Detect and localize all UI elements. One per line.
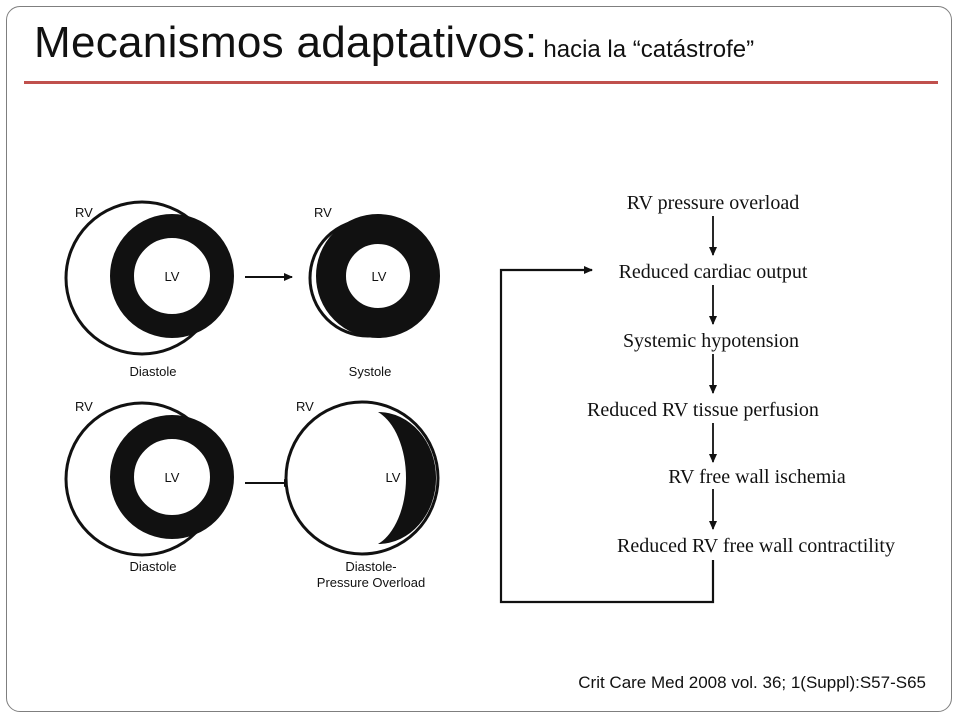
caption-systole: Systole	[349, 364, 392, 379]
heart-diastole-bottom: RV LV Diastole	[64, 399, 234, 574]
heart-pressure-overload: RV LV Diastole- Pressure Overload	[284, 399, 440, 590]
flow-step-3: Systemic hypotension	[623, 330, 799, 352]
caption-diastole-bottom: Diastole	[130, 559, 177, 574]
lv-label: LV	[386, 470, 401, 485]
caption-diastole-top: Diastole	[130, 364, 177, 379]
slide-title: Mecanismos adaptativos:hacia la “catástr…	[34, 18, 754, 68]
caption-pressure-overload-2: Pressure Overload	[317, 575, 425, 590]
lv-wall	[110, 415, 234, 539]
rv-label: RV	[75, 205, 93, 220]
rv-label: RV	[314, 205, 332, 220]
title-main: Mecanismos adaptativos:	[34, 18, 538, 67]
heart-systole: RV LV Systole	[308, 205, 440, 379]
lv-wall	[378, 412, 437, 544]
heart-diastole-top: RV LV Diastole	[64, 200, 234, 379]
flow-step-6: Reduced RV free wall contractility	[617, 535, 895, 557]
title-underline	[24, 81, 938, 84]
caption-pressure-overload-1: Diastole-	[345, 559, 396, 574]
title-subtitle: hacia la “catástrofe”	[543, 36, 755, 63]
rv-label: RV	[75, 399, 93, 414]
citation: Crit Care Med 2008 vol. 36; 1(Suppl):S57…	[578, 673, 926, 692]
lv-label: LV	[372, 269, 387, 284]
flow-step-4: Reduced RV tissue perfusion	[587, 399, 819, 421]
lv-wall	[110, 214, 234, 338]
lv-label: LV	[165, 470, 180, 485]
flow-step-2: Reduced cardiac output	[619, 261, 808, 283]
flowchart: RV pressure overload Reduced cardiac out…	[499, 192, 895, 604]
slide-frame	[6, 6, 952, 712]
feedback-loop	[499, 266, 715, 604]
flow-step-5: RV free wall ischemia	[668, 466, 846, 488]
lv-label: LV	[165, 269, 180, 284]
lv-wall	[316, 214, 440, 338]
flow-step-1: RV pressure overload	[627, 192, 799, 214]
rv-label: RV	[296, 399, 314, 414]
